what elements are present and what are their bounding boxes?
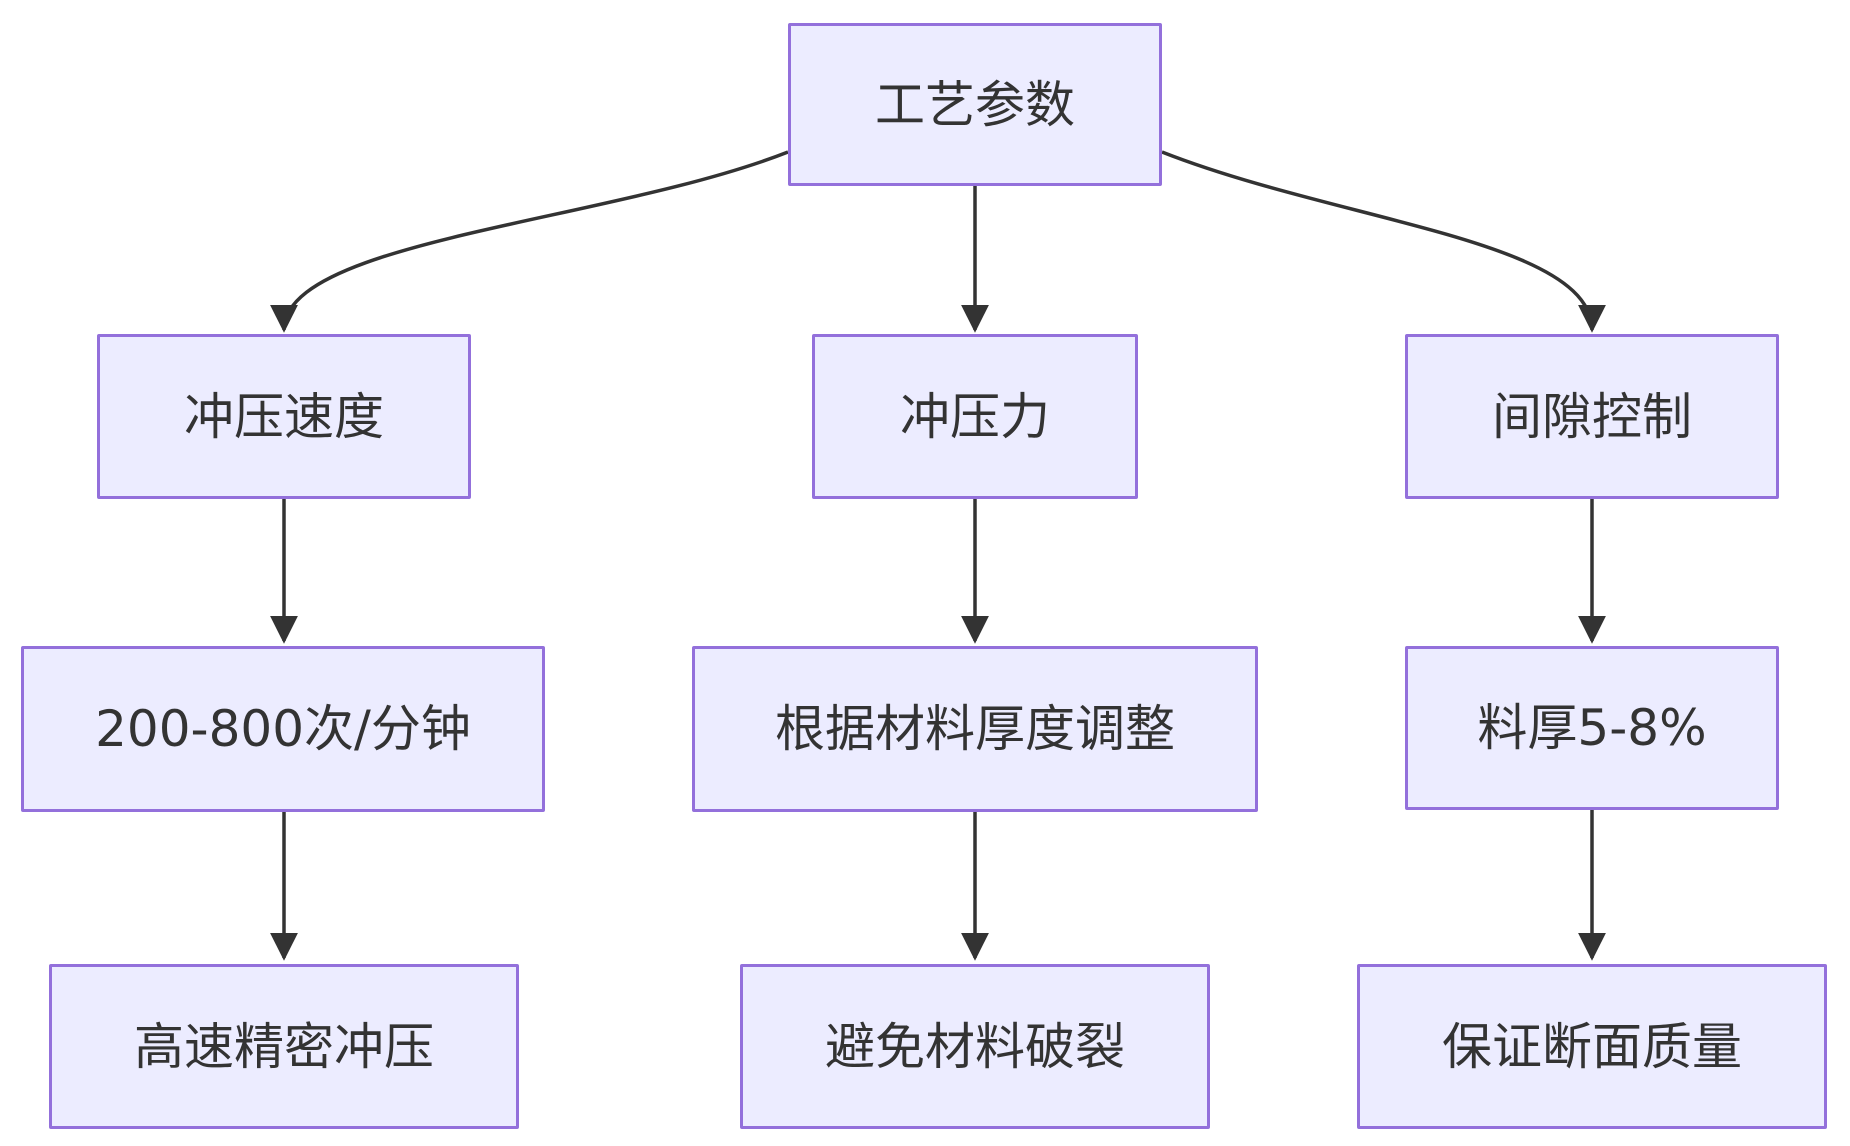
node-avoid-material-cracking: 避免材料破裂 (740, 964, 1210, 1129)
node-stamping-speed-label: 冲压速度 (184, 387, 384, 446)
node-avoid-material-cracking-label: 避免材料破裂 (825, 1017, 1125, 1076)
node-clearance-control-label: 间隙控制 (1492, 387, 1692, 446)
node-stamping-force: 冲压力 (812, 334, 1138, 499)
node-clearance-control: 间隙控制 (1405, 334, 1779, 499)
node-clearance-value-label: 料厚5-8% (1477, 699, 1707, 757)
node-clearance-value: 料厚5-8% (1405, 646, 1779, 810)
node-speed-range: 200-800次/分钟 (21, 646, 545, 812)
node-high-speed-precision-stamping-label: 高速精密冲压 (134, 1017, 434, 1076)
node-ensure-section-quality: 保证断面质量 (1357, 964, 1827, 1129)
node-process-parameters-label: 工艺参数 (875, 75, 1075, 134)
node-stamping-speed: 冲压速度 (97, 334, 471, 499)
edge-root-to-clearance (1161, 150, 1606, 333)
node-stamping-force-label: 冲压力 (900, 387, 1050, 446)
node-force-adjustment: 根据材料厚度调整 (692, 646, 1258, 812)
edge-root-to-speed (270, 150, 789, 333)
node-speed-range-label: 200-800次/分钟 (95, 700, 471, 758)
node-force-adjustment-label: 根据材料厚度调整 (775, 700, 1175, 758)
node-ensure-section-quality-label: 保证断面质量 (1442, 1017, 1742, 1076)
node-process-parameters: 工艺参数 (788, 23, 1162, 186)
node-high-speed-precision-stamping: 高速精密冲压 (49, 964, 519, 1129)
